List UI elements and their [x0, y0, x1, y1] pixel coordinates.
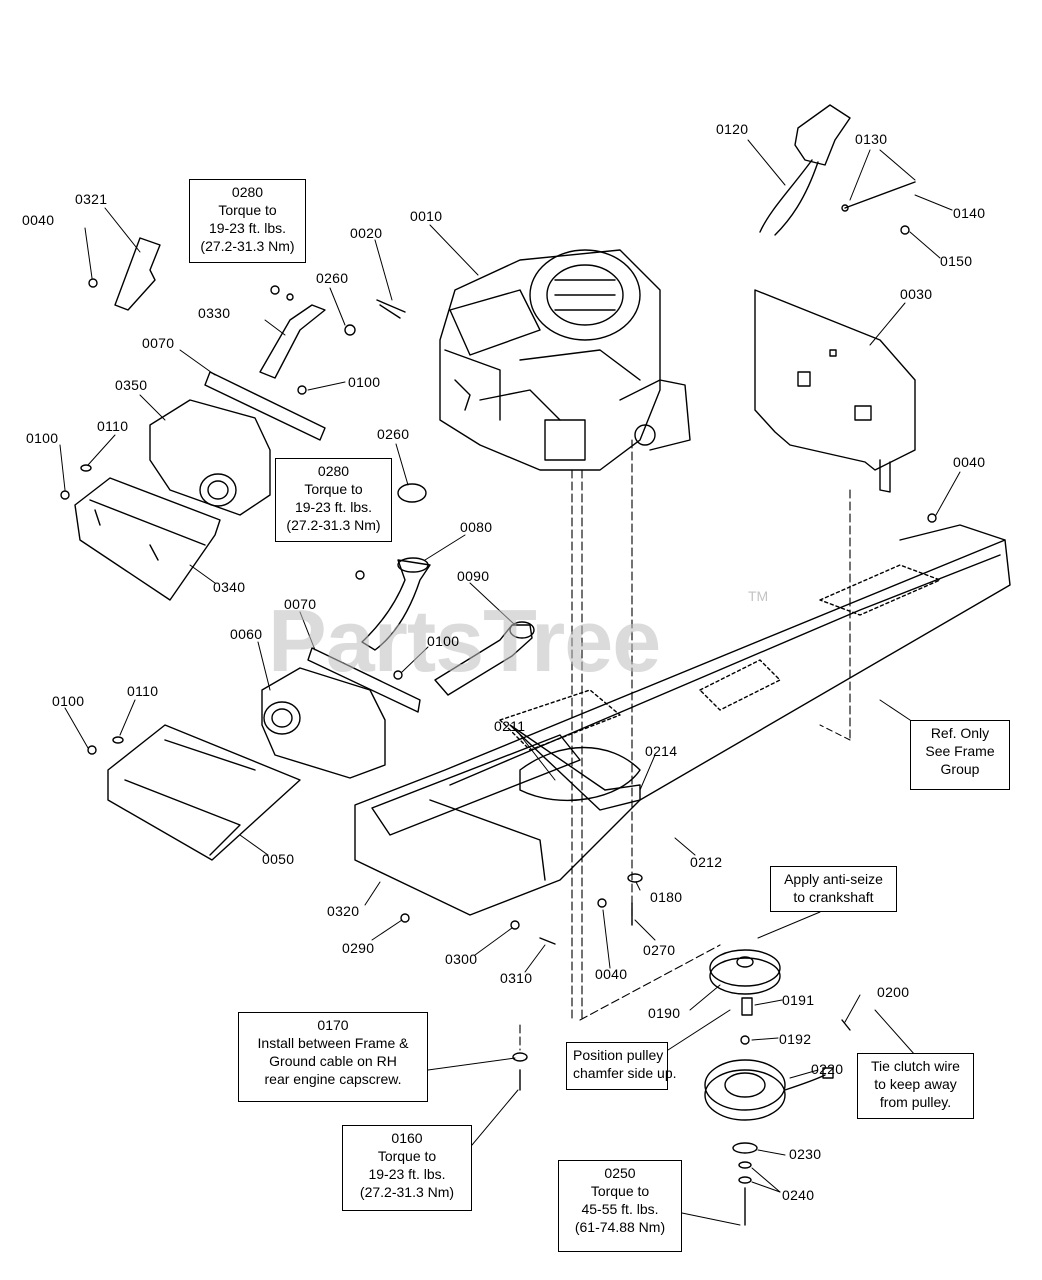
label-0340: 0340 — [213, 579, 246, 595]
label-0310: 0310 — [500, 970, 533, 986]
note-line: (27.2-31.3 Nm) — [286, 517, 381, 533]
label-0120: 0120 — [716, 121, 749, 137]
note-line: Torque to — [377, 1148, 437, 1164]
label-0192: 0192 — [779, 1031, 812, 1047]
note-torque-0280-upper: 0280 Torque to 19-23 ft. lbs. (27.2-31.3… — [189, 179, 306, 263]
label-0100: 0100 — [348, 374, 381, 390]
label-0190: 0190 — [648, 1005, 681, 1021]
throttle-control-0120 — [759, 104, 851, 236]
label-0214: 0214 — [645, 743, 678, 759]
label-0050: 0050 — [262, 851, 295, 867]
note-line: Position pulley — [573, 1047, 664, 1063]
label-0070: 0070 — [284, 596, 317, 612]
pulley-0190 — [709, 949, 781, 995]
note-line: (61-74.88 Nm) — [574, 1219, 666, 1235]
label-0140: 0140 — [953, 205, 986, 221]
label-0070: 0070 — [142, 335, 175, 351]
note-line: 0170 — [317, 1017, 349, 1033]
note-anti-seize: Apply anti-seize to crankshaft — [770, 866, 897, 912]
note-torque-0160: 0160 Torque to 19-23 ft. lbs. (27.2-31.3… — [342, 1125, 472, 1211]
watermark: PartsTree — [268, 591, 661, 690]
note-line: Group — [940, 761, 980, 777]
label-0180: 0180 — [650, 889, 683, 905]
note-line: See Frame — [925, 743, 995, 759]
label-0100: 0100 — [26, 430, 59, 446]
note-line: 45-55 ft. lbs. — [581, 1201, 659, 1217]
label-0020: 0020 — [350, 225, 383, 241]
note-line: 0280 — [317, 463, 350, 479]
label-0090: 0090 — [457, 568, 490, 584]
label-0211: 0211 — [494, 718, 526, 734]
label-0300: 0300 — [445, 951, 478, 967]
note-install-0170: 0170 Install between Frame & Ground cabl… — [238, 1012, 428, 1102]
note-torque-0250: 0250 Torque to 45-55 ft. lbs. (61-74.88 … — [558, 1160, 682, 1252]
label-0110: 0110 — [127, 683, 159, 699]
muffler-0060 — [261, 667, 386, 779]
note-line: chamfer side up. — [573, 1065, 677, 1081]
label-0100: 0100 — [427, 633, 460, 649]
trademark-mark: TM — [748, 588, 769, 604]
note-line: Torque to — [218, 202, 277, 218]
label-0270: 0270 — [643, 942, 676, 958]
note-line: (27.2-31.3 Nm) — [200, 238, 295, 254]
exhaust-pipe-0080 — [361, 557, 431, 651]
label-0350: 0350 — [115, 377, 148, 393]
note-line: Torque to — [304, 481, 363, 497]
label-0320: 0320 — [327, 903, 360, 919]
clutch-0220 — [704, 1059, 834, 1121]
label-0030: 0030 — [900, 286, 933, 302]
label-0290: 0290 — [342, 940, 375, 956]
engine-0010 — [439, 249, 691, 471]
muffler-0350 — [149, 399, 271, 516]
note-line: Tie clutch wire — [871, 1058, 960, 1074]
note-ref-only-frame: Ref. Only See Frame Group — [910, 720, 1010, 790]
note-line: Apply anti-seize — [784, 871, 883, 887]
note-line: 0280 — [231, 184, 264, 200]
label-0220: 0220 — [811, 1061, 844, 1077]
label-0260: 0260 — [316, 270, 349, 286]
note-tie-clutch-wire: Tie clutch wire to keep away from pulley… — [857, 1053, 974, 1119]
note-line: 19-23 ft. lbs. — [294, 499, 373, 515]
label-0260: 0260 — [377, 426, 410, 442]
note-line: 19-23 ft. lbs. — [208, 220, 287, 236]
label-0100: 0100 — [52, 693, 85, 709]
note-line: to crankshaft — [793, 889, 874, 905]
label-0200: 0200 — [877, 984, 910, 1000]
note-line: Ref. Only — [930, 725, 990, 741]
label-0330: 0330 — [198, 305, 231, 321]
label-0130: 0130 — [855, 131, 888, 147]
label-0110: 0110 — [97, 418, 129, 434]
label-0060: 0060 — [230, 626, 263, 642]
note-line: (27.2-31.3 Nm) — [359, 1184, 455, 1200]
label-0191: 0191 — [782, 992, 815, 1008]
note-line: rear engine capscrew. — [264, 1071, 402, 1087]
note-torque-0280-middle: 0280 Torque to 19-23 ft. lbs. (27.2-31.3… — [275, 458, 392, 542]
label-0040: 0040 — [22, 212, 55, 228]
label-0230: 0230 — [789, 1146, 822, 1162]
note-line: Install between Frame & — [257, 1035, 409, 1051]
panel-0030 — [754, 289, 916, 493]
note-line: to keep away — [874, 1076, 957, 1092]
note-line: Ground cable on RH — [269, 1053, 397, 1069]
label-0080: 0080 — [460, 519, 493, 535]
note-line: from pulley. — [879, 1094, 952, 1110]
note-position-pulley: Position pulley chamfer side up. — [566, 1042, 677, 1090]
note-line: 0250 — [604, 1165, 636, 1181]
label-0150: 0150 — [940, 253, 973, 269]
label-0321: 0321 — [75, 191, 108, 207]
note-line: 0160 — [391, 1130, 423, 1146]
label-0010: 0010 — [410, 208, 443, 224]
label-0240: 0240 — [782, 1187, 815, 1203]
label-0040: 0040 — [953, 454, 986, 470]
note-line: Torque to — [590, 1183, 650, 1199]
label-0212: 0212 — [690, 854, 723, 870]
note-line: 19-23 ft. lbs. — [368, 1166, 446, 1182]
label-0040: 0040 — [595, 966, 628, 982]
